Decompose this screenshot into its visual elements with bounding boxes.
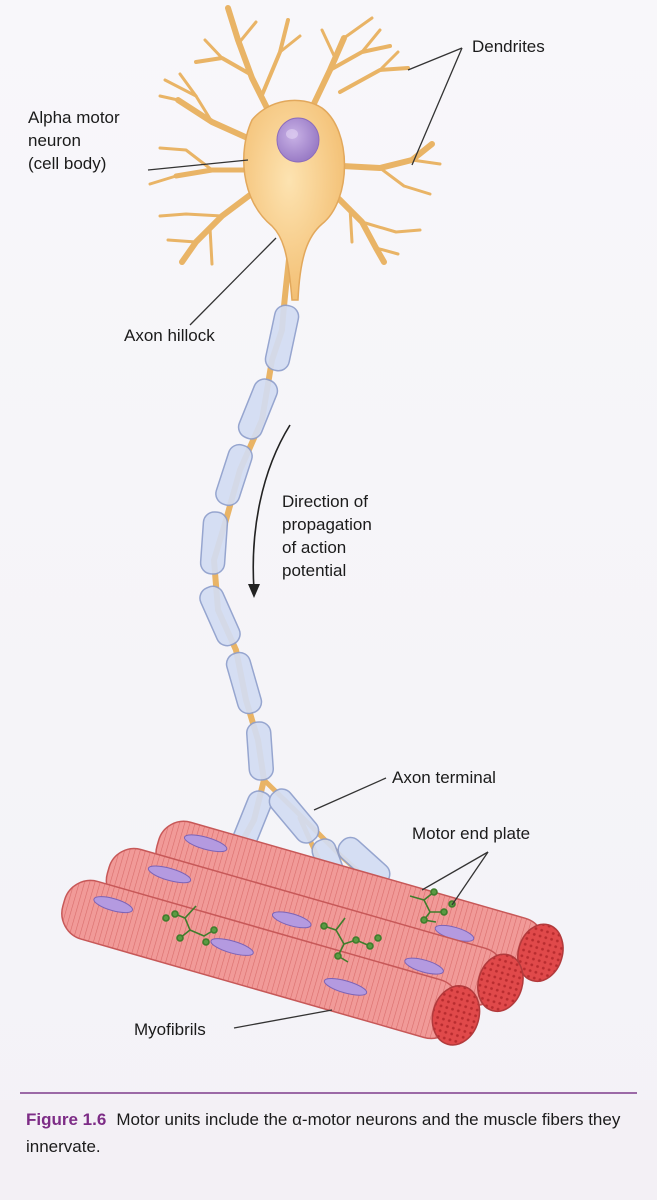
caption-body: Motor units include the α-motor neurons … <box>26 1110 620 1156</box>
label-direction: Direction of propagation of action poten… <box>282 490 372 582</box>
myelin-sheath <box>196 303 394 909</box>
leader-motor-end-plate-1 <box>422 852 488 890</box>
label-axon-hillock: Axon hillock <box>124 324 215 347</box>
caption-divider <box>20 1092 637 1094</box>
leader-axon-terminal <box>314 778 386 810</box>
label-myofibrils: Myofibrils <box>134 1018 206 1041</box>
cell-body <box>244 100 345 300</box>
label-axon-terminal: Axon terminal <box>392 766 496 789</box>
label-cell-body: Alpha motor neuron (cell body) <box>28 106 120 175</box>
leader-myofibrils <box>234 1010 332 1028</box>
leader-motor-end-plate-2 <box>452 852 488 905</box>
figure-number: Figure 1.6 <box>26 1110 106 1129</box>
label-dendrites: Dendrites <box>472 35 545 58</box>
nucleus <box>277 118 319 162</box>
label-motor-end-plate: Motor end plate <box>412 822 530 845</box>
leader-axon-hillock <box>190 238 276 325</box>
